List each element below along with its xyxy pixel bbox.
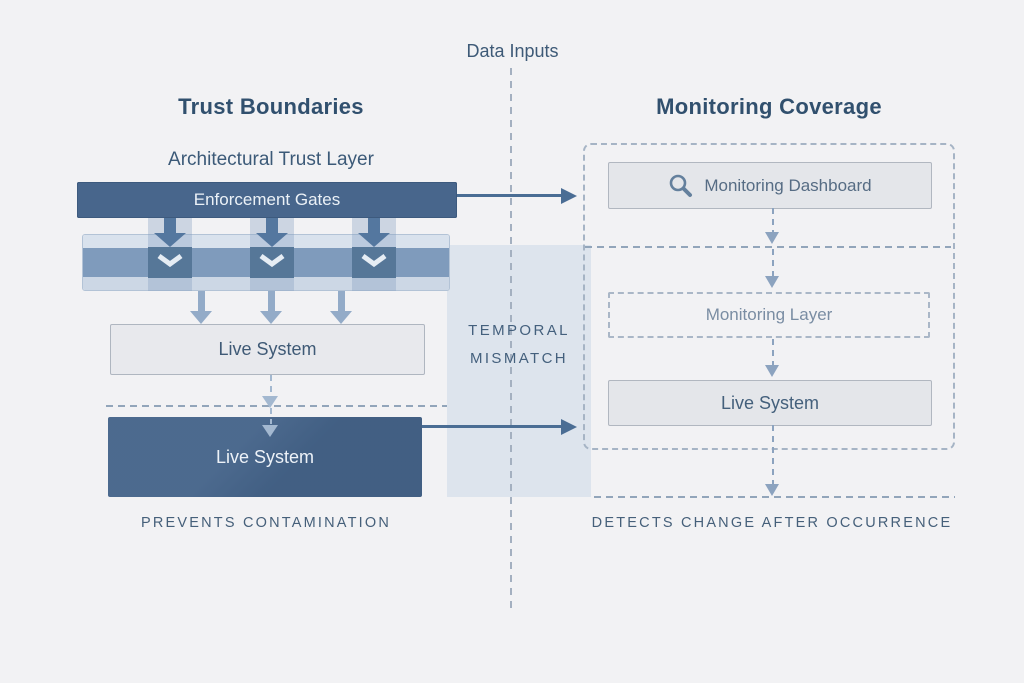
band-arrow-shaft	[268, 291, 275, 312]
gate-square	[250, 247, 294, 278]
enforcement-gates-label: Enforcement Gates	[193, 190, 341, 209]
band-arrow-head	[190, 311, 212, 324]
dashed-arrow-shaft	[772, 425, 774, 484]
dashed-arrow-shaft	[772, 208, 774, 232]
gates-to-dashboard-arrow-head	[561, 188, 577, 204]
gate-arrow-head	[154, 233, 186, 247]
gates-to-dashboard-arrow-line	[457, 194, 563, 197]
live-system-label: Live System	[218, 339, 317, 359]
band-arrow-shaft	[338, 291, 345, 312]
chevron-down-icon	[258, 253, 286, 272]
dashed-arrow-head	[765, 276, 779, 288]
monitoring-dashboard-label: Monitoring Dashboard	[704, 175, 872, 195]
detection-boundary-line	[594, 496, 955, 498]
live-system-label: Live System	[720, 392, 820, 413]
gate-arrow-head	[256, 233, 288, 247]
system-to-monitor-arrow-head	[561, 419, 577, 435]
band-arrow-shaft	[198, 291, 205, 312]
dashed-arrow-shaft	[772, 339, 774, 365]
monitoring-layer-label: Monitoring Layer	[705, 305, 833, 324]
band-arrow-head	[260, 311, 282, 324]
temporal-mismatch-label: TEMPORAL MISMATCH	[447, 317, 591, 373]
isolation-connector-shaft	[270, 375, 272, 395]
dashed-arrow-head	[765, 484, 779, 496]
temporal-line: TEMPORAL	[468, 322, 570, 339]
system-to-monitor-arrow-line	[422, 425, 562, 428]
timeline-divider-line	[510, 68, 512, 611]
detects-change-caption: DETECTS CHANGE AFTER OCCURRENCE	[591, 515, 953, 531]
gate-arrow-shaft	[164, 218, 176, 234]
dashed-arrow-head	[765, 232, 779, 244]
prevents-contamination-caption: PREVENTS CONTAMINATION	[140, 515, 392, 531]
trust-boundaries-title: Trust Boundaries	[178, 94, 364, 119]
monitoring-coverage-title: Monitoring Coverage	[656, 94, 882, 119]
monitoring-outer-boundary	[583, 143, 955, 450]
gate-arrow-head	[358, 233, 390, 247]
dashed-arrow-shaft	[772, 249, 774, 276]
architectural-trust-layer-label: Architectural Trust Layer	[168, 149, 374, 170]
monitoring-layer-box: Monitoring Layer	[608, 292, 930, 338]
monitoring-dashboard-box: Monitoring Dashboard	[608, 162, 932, 209]
live-system-label: Live System	[215, 446, 315, 467]
temporal-mismatch-band	[447, 245, 591, 497]
gate-arrow-shaft	[368, 218, 380, 234]
live-system-box-right: Live System	[608, 380, 932, 426]
live-system-box-left: Live System	[110, 324, 425, 375]
band-bottom-strip	[83, 277, 449, 290]
gate-square	[148, 247, 192, 278]
band-arrow-head	[330, 311, 352, 324]
isolation-connector-shaft2	[270, 408, 272, 424]
chevron-down-icon	[156, 253, 184, 272]
mismatch-line: MISMATCH	[469, 350, 569, 367]
enforcement-gates-bar: Enforcement Gates	[77, 182, 457, 218]
dashed-arrow-head	[765, 365, 779, 377]
gate-arrow-shaft	[266, 218, 278, 234]
monitoring-inner-divider	[585, 246, 951, 248]
search-icon	[668, 173, 693, 198]
chevron-down-icon	[360, 253, 388, 272]
isolation-connector-head	[262, 396, 278, 408]
isolation-connector-head2	[262, 425, 278, 437]
data-inputs-label: Data Inputs	[466, 40, 559, 61]
gate-square	[352, 247, 396, 278]
